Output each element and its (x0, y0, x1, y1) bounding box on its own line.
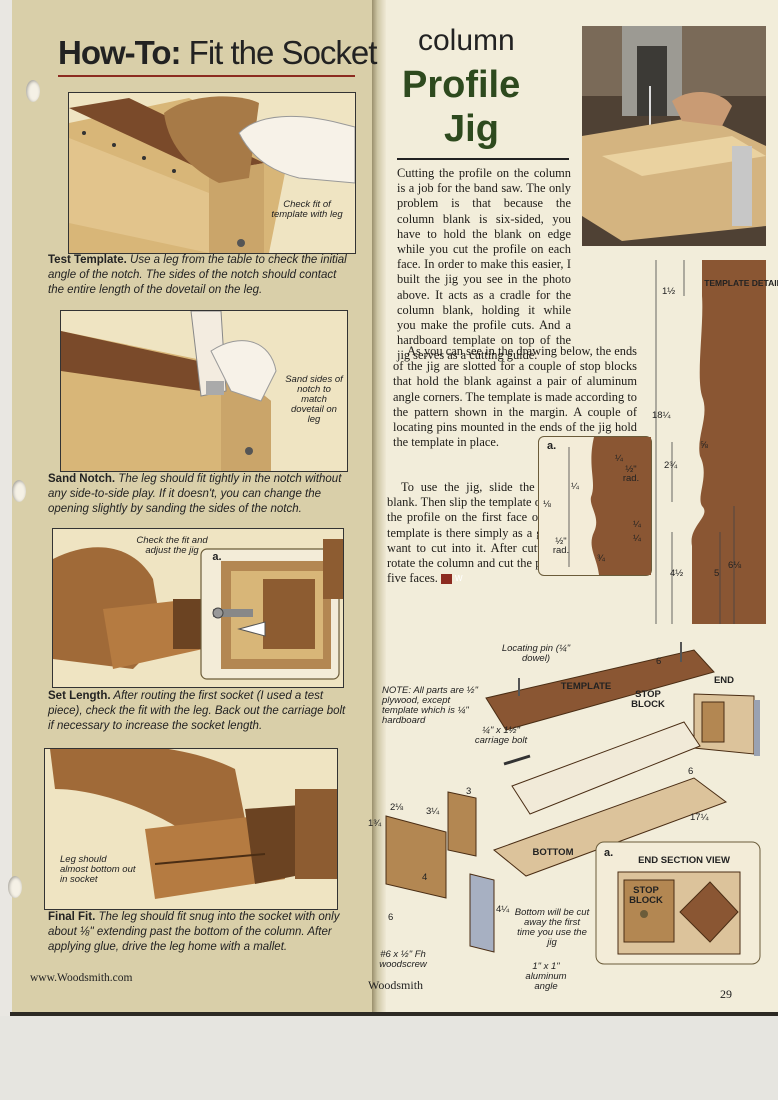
callout-sand-sides: Sand sides of notch to match dovetail on… (285, 374, 343, 425)
page-gutter (372, 0, 386, 1016)
template-detail (652, 256, 766, 624)
step-photo-test-template (68, 92, 356, 254)
binder-hole (26, 80, 40, 102)
step-photo-set-length (52, 528, 344, 688)
caption-sand-notch: Sand Notch. The leg should fit tightly i… (48, 473, 342, 515)
exploded-jig-diagram: Locating pin (¼" dowel) NOTE: All parts … (354, 636, 766, 1012)
website-footer: www.Woodsmith.com (30, 972, 133, 984)
page-number: 29 (720, 987, 732, 1001)
profile-detail-a: a. ¼ ¼ ½" rad. ⅛ ¼ ¼ ½" rad. ¾ (538, 436, 652, 576)
scan-background (0, 1016, 778, 1100)
step-photo-final-fit (44, 748, 338, 910)
caption-test-template: Test Template. Use a leg from the table … (48, 254, 347, 296)
title-column: column (418, 24, 515, 57)
title-jig: Jig (444, 108, 499, 150)
how-to-title: How-To: Fit the Socket (58, 34, 377, 71)
callout-check-adjust: Check the fit and adjust the jig (136, 535, 208, 556)
end-mark: W (441, 574, 463, 585)
inset-label-a: a. (212, 551, 222, 563)
binder-hole (8, 876, 22, 898)
paragraph-jig-description: As you can see in the drawing below, the… (393, 344, 637, 450)
step-photo-sand-notch (60, 310, 348, 472)
template-detail-label: TEMPLATE DETAIL (704, 278, 778, 288)
magazine-name-footer: Woodsmith (368, 978, 424, 992)
title-rule (58, 75, 355, 77)
title-profile: Profile (402, 64, 521, 106)
intro-paragraph: Cutting the profile on the column is a j… (397, 166, 571, 363)
callout-leg-bottom: Leg should almost bottom out in socket (60, 854, 136, 885)
caption-set-length: Set Length. After routing the first sock… (48, 690, 346, 732)
caption-final-fit: Final Fit. The leg should fit snug into … (48, 911, 340, 953)
callout-check-fit: Check fit of template with leg (271, 199, 343, 220)
title-rule-right (397, 158, 569, 160)
bandsaw-photo (582, 26, 766, 246)
binder-hole (12, 480, 26, 502)
